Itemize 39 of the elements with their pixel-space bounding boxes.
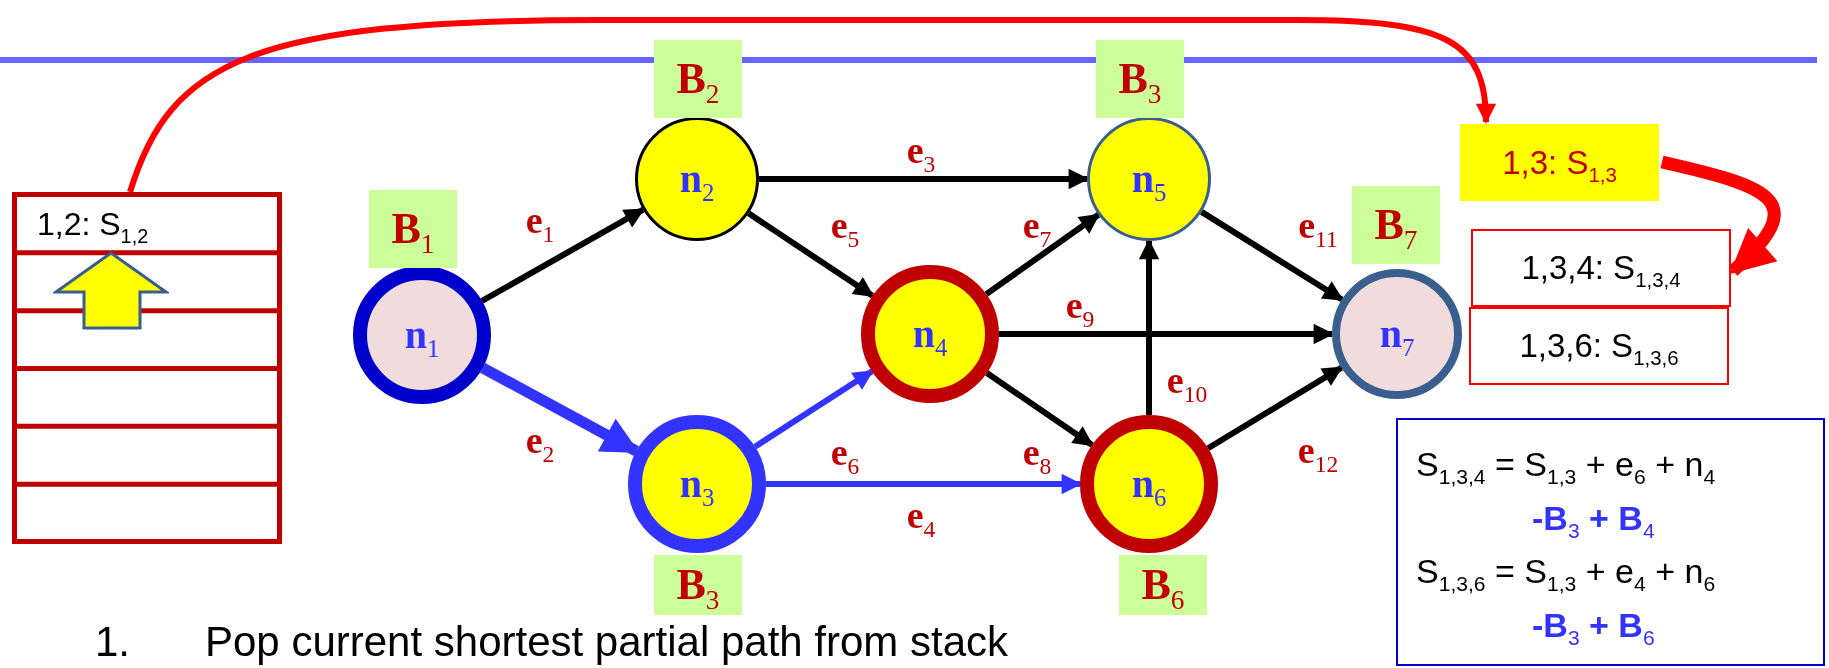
equation-box (1396, 418, 1825, 666)
stack-table (12, 192, 282, 544)
node-label: n$_{1}$ (404, 315, 440, 355)
arrow (127, 17, 1496, 193)
node-label: n$_{2}$ (679, 159, 715, 199)
arrow (480, 207, 645, 304)
stack-entry: 1,2: S$_{1,2}$ (37, 205, 149, 244)
node-label: n$_{7}$ (1379, 314, 1415, 354)
path-entry-box (1471, 229, 1731, 307)
equation-line: S$_{1,3,6}$ = S$_{1,3}$ + e$_{4}$ + n$_{6}$ (1416, 551, 1716, 597)
instruction-text: Pop current shortest partial path from stack (205, 619, 1009, 666)
equation-term: -B$_{3}$ + B$_{6}$ (1531, 605, 1655, 650)
equation-line: S$_{1,3,4}$ = S$_{1,3}$ + e$_{6}$ + n$_{4}$ (1416, 444, 1716, 490)
bound-label: B$_{3}$ (1096, 40, 1184, 118)
node-label: n$_{4}$ (912, 314, 948, 354)
arrow (480, 363, 640, 456)
bound-label: B$_{3}$ (654, 555, 742, 615)
arrow (1206, 365, 1344, 451)
path-entry: 1,3: S$_{1,3}$ (1502, 142, 1617, 183)
path-entry: 1,3,4: S$_{1,3,4}$ (1521, 248, 1681, 288)
arrow (985, 370, 1094, 448)
equation-term: -B$_{3}$ + B$_{4}$ (1531, 498, 1655, 543)
arrow (1138, 238, 1160, 415)
arrow (746, 210, 875, 299)
arrow (984, 212, 1101, 297)
list-number: 1. (95, 619, 131, 666)
path-entry: 1,3,6: S$_{1,3,6}$ (1519, 326, 1679, 366)
bound-label: B$_{7}$ (1352, 186, 1440, 264)
arrow (1660, 155, 1781, 276)
bound-label: B$_{2}$ (654, 40, 742, 118)
node-label: n$_{6}$ (1131, 464, 1167, 504)
arrow (1200, 209, 1344, 303)
path-entry-box (1460, 124, 1659, 201)
path-entry-box (1469, 307, 1729, 385)
node-label: n$_{5}$ (1131, 159, 1167, 199)
bound-label: B$_{1}$ (369, 190, 457, 268)
arrow (753, 368, 874, 450)
node-label: n$_{3}$ (679, 464, 715, 504)
bound-label: B$_{6}$ (1119, 555, 1207, 615)
